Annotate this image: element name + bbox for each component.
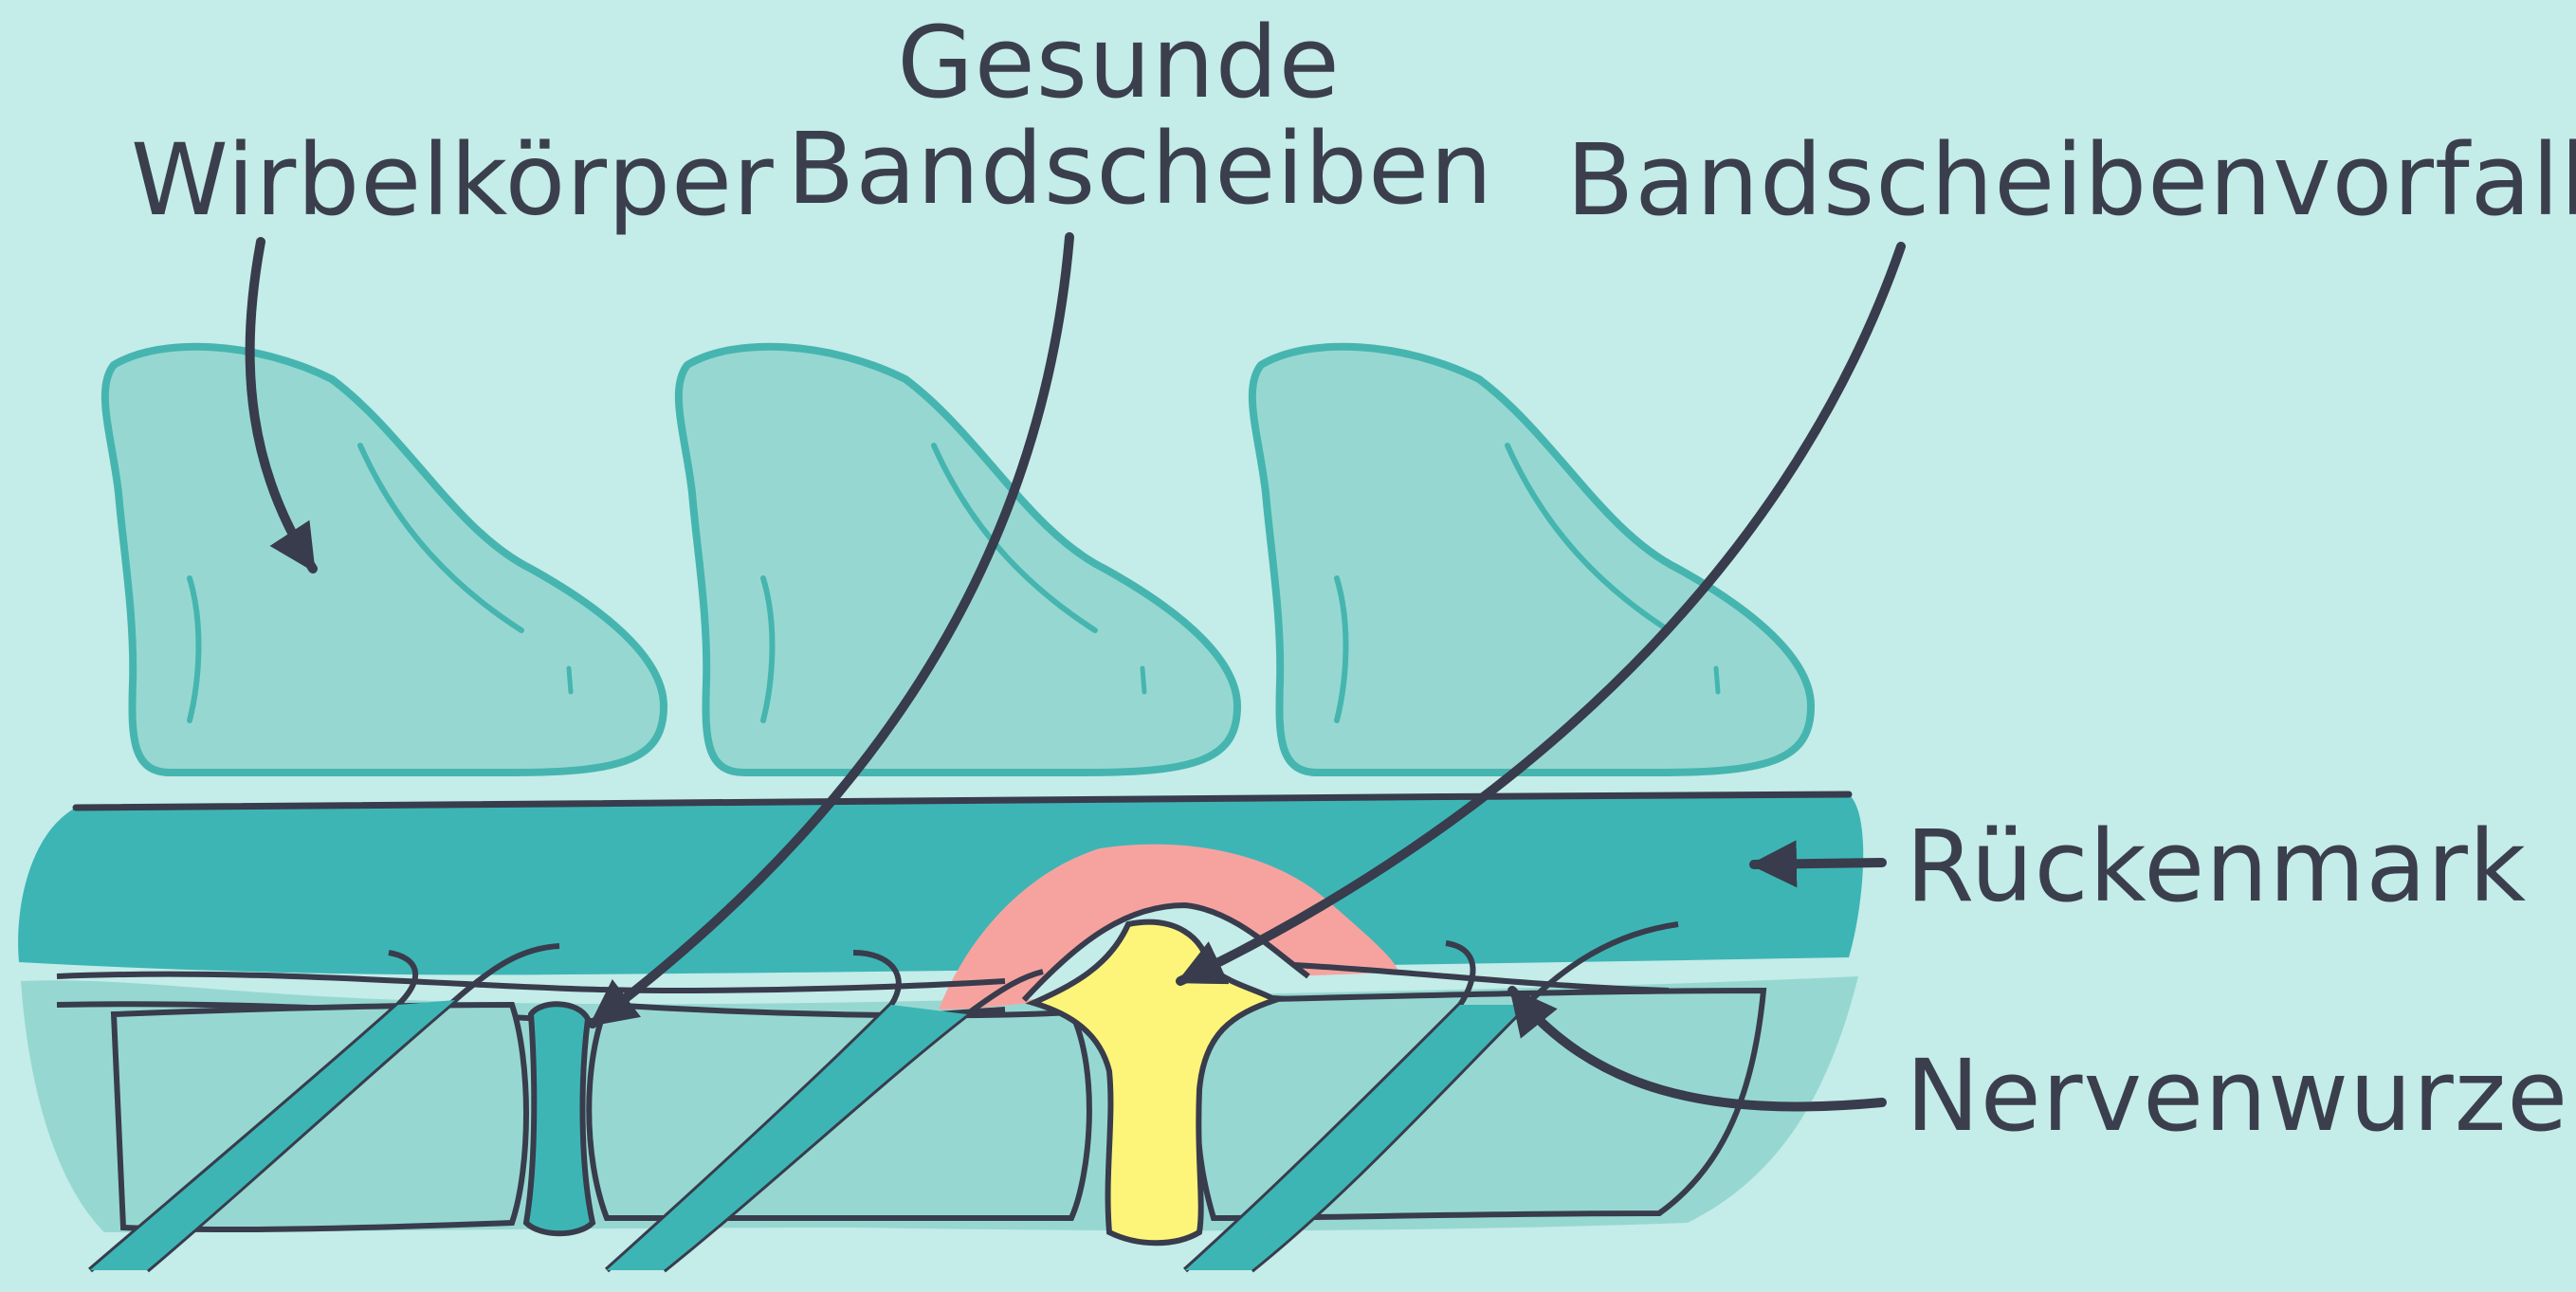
vertebral-body-2 [679, 347, 1237, 773]
spinal-cord-band [18, 794, 1863, 974]
label-nerve-root: Nervenwurzel [1906, 1043, 2576, 1149]
healthy-disc [526, 1004, 593, 1233]
label-healthy-discs: Gesunde Bandscheiben [787, 9, 1451, 222]
label-disc-herniation: Bandscheibenvorfall [1566, 127, 2576, 233]
label-vertebral-body: Wirbelkörper [131, 127, 775, 233]
label-healthy-discs-line1: Gesunde [787, 9, 1451, 116]
label-healthy-discs-line2: Bandscheiben [787, 116, 1451, 222]
label-spinal-cord: Rückenmark [1906, 813, 2527, 919]
vertebral-body-1 [105, 347, 664, 773]
arrow-spinal-cord [1754, 863, 1882, 864]
